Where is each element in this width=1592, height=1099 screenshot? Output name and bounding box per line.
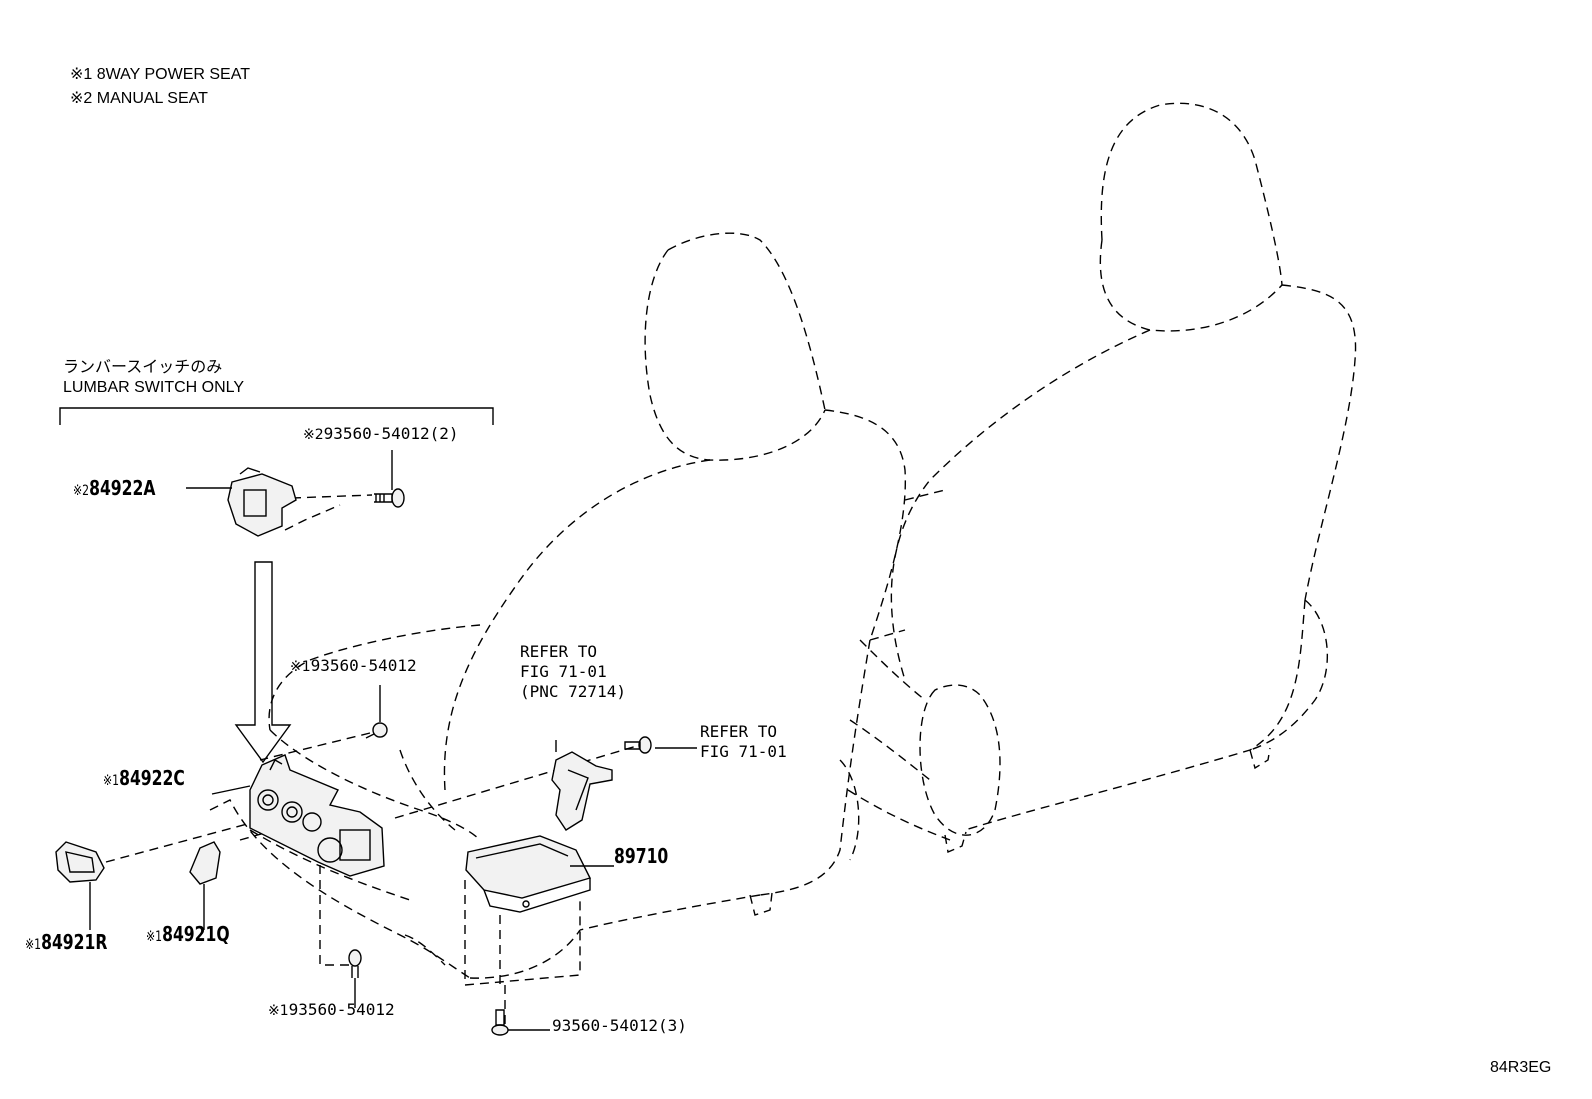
callout-bolt-lower: ※193560-54012: [268, 1000, 395, 1019]
label-leaders: [89, 450, 697, 1031]
refer-bracket-line3: (PNC 72714): [520, 682, 626, 701]
leader-lines: [105, 494, 641, 1025]
note-power-seat: ※1 8WAY POWER SEAT: [70, 67, 250, 83]
callout-84922c-number: 84922C: [119, 766, 185, 790]
power-seat-switch-84922c: [249, 754, 385, 877]
callout-84921q-mark: ※1: [146, 929, 163, 945]
bolt-93560-54012-lower: [348, 949, 362, 978]
rear-seat-outline: [890, 102, 1357, 853]
front-seat-outline: [209, 232, 951, 979]
bolt-93560-54012-manual: [374, 488, 405, 508]
refer-bracket-line1: REFER TO: [520, 642, 598, 661]
note-manual-seat-mark: ※2: [70, 90, 93, 107]
callout-bolt-lower-mark: ※1: [268, 1003, 289, 1019]
callout-84921q-number: 84921Q: [162, 922, 230, 946]
note-power-seat-text: 8WAY POWER SEAT: [96, 66, 250, 83]
direction-arrow: [234, 561, 292, 764]
callout-84921r-number: 84921R: [41, 930, 108, 954]
callout-refer-bracket: REFER TO FIG 71-01 (PNC 72714): [520, 642, 626, 702]
callout-84922a: ※284922A: [73, 478, 155, 498]
lumbar-label-jp: ランバースイッチのみ: [63, 359, 223, 376]
lumbar-switch-84922a: [227, 467, 297, 537]
callout-84921r-mark: ※1: [25, 937, 42, 953]
callout-84921q: ※184921Q: [146, 924, 230, 944]
bolt-93560-54012-upper: [365, 722, 388, 739]
refer-bracket-line2: FIG 71-01: [520, 662, 607, 681]
callout-84922c-mark: ※1: [103, 773, 120, 789]
note-manual-seat-text: MANUAL SEAT: [96, 90, 208, 107]
note-manual-seat: ※2 MANUAL SEAT: [70, 91, 208, 107]
note-power-seat-mark: ※1: [70, 66, 93, 83]
callout-bolt-upper-number: 93560-54012: [310, 656, 417, 675]
refer-bolt-line1: REFER TO: [700, 722, 778, 741]
lumbar-group-bracket: [59, 407, 494, 425]
figure-code: 84R3EG: [1490, 1059, 1552, 1076]
lumbar-label-en: LUMBAR SWITCH ONLY: [63, 379, 245, 396]
callout-84922a-mark: ※2: [73, 483, 90, 499]
callout-bolt-upper-mark: ※1: [290, 659, 311, 675]
ecu-89710: [465, 835, 592, 913]
refer-bolt-line2: FIG 71-01: [700, 742, 787, 761]
callout-84922a-number: 84922A: [89, 476, 156, 500]
callout-89710: 89710: [614, 846, 668, 866]
callout-refer-bolt: REFER TO FIG 71-01: [700, 722, 787, 762]
callout-bolt-upper: ※193560-54012: [290, 656, 417, 675]
knob-84921q: [189, 841, 221, 885]
callout-89710-number: 89710: [614, 844, 669, 868]
callout-bolt-manual-number: 93560-54012(2): [323, 424, 459, 443]
callout-bolt-ecu-number: 93560-54012(3): [552, 1016, 687, 1035]
callout-84922c: ※184922C: [103, 768, 185, 788]
callout-bolt-manual-mark: ※2: [303, 427, 324, 443]
bolt-93560-54012-bracket: [624, 736, 652, 754]
callout-bolt-lower-number: 93560-54012: [288, 1000, 395, 1019]
callout-bolt-ecu: 93560-54012(3): [552, 1018, 687, 1034]
callout-84921r: ※184921R: [25, 932, 107, 952]
seat-bracket: [551, 740, 613, 831]
knob-84921r: [55, 841, 105, 883]
callout-bolt-manual: ※293560-54012(2): [303, 424, 459, 443]
